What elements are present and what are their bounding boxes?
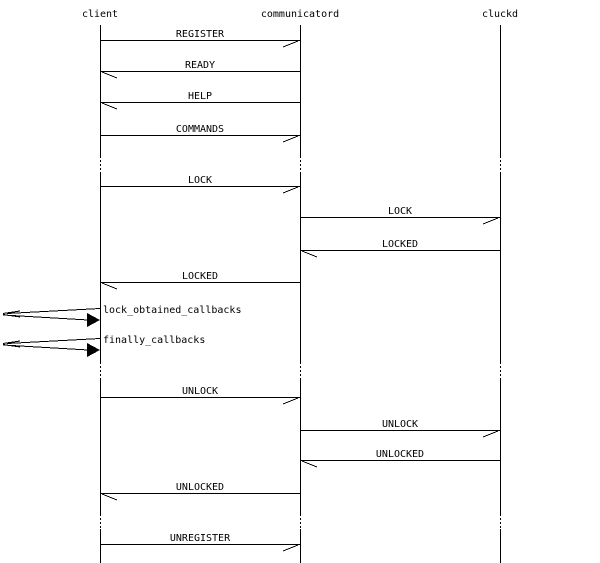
arrowhead-right-icon	[282, 544, 299, 552]
message-label: READY	[185, 60, 215, 71]
message-label: REGISTER	[176, 29, 225, 40]
arrowhead-left-icon	[101, 282, 118, 290]
callback-return-line	[2, 344, 89, 351]
message-label: UNLOCKED	[376, 449, 424, 460]
arrowhead-left-icon	[101, 71, 118, 79]
message-label: UNLOCK	[382, 419, 418, 430]
message-label: COMMANDS	[176, 124, 224, 135]
arrowhead-left-icon	[101, 493, 118, 501]
arrowhead-right-icon	[282, 397, 299, 405]
callback-filled-arrowhead-icon	[87, 313, 100, 327]
arrowhead-right-icon	[482, 430, 499, 438]
callback-open-arrowhead-icon	[2, 340, 21, 344]
callback-out-line	[6, 338, 101, 344]
arrowhead-right-icon	[282, 186, 299, 194]
message-label: LOCK	[388, 206, 412, 217]
arrowhead-right-icon	[282, 40, 299, 48]
message-label: UNREGISTER	[170, 533, 231, 544]
message-label: HELP	[188, 91, 212, 102]
callback-filled-arrowhead-icon	[87, 343, 100, 357]
arrowhead-right-icon	[482, 217, 499, 225]
message-label: LOCK	[188, 175, 212, 186]
message-label: UNLOCKED	[176, 482, 224, 493]
actor-label-communicatord: communicatord	[261, 9, 339, 20]
arrowhead-left-icon	[301, 250, 318, 258]
actor-label-cluckd: cluckd	[482, 9, 518, 20]
arrowhead-left-icon	[301, 460, 318, 468]
callback-label: lock_obtained_callbacks	[103, 305, 241, 316]
callback-open-arrowhead-icon	[2, 310, 21, 314]
callback-label: finally_callbacks	[103, 335, 205, 346]
arrowhead-left-icon	[101, 102, 118, 110]
callback-out-line	[6, 308, 101, 314]
callback-return-line	[2, 314, 89, 321]
message-label: UNLOCK	[182, 386, 218, 397]
message-label: LOCKED	[182, 271, 218, 282]
arrowhead-right-icon	[282, 135, 299, 143]
actor-label-client: client	[82, 9, 118, 20]
message-label: LOCKED	[382, 239, 418, 250]
